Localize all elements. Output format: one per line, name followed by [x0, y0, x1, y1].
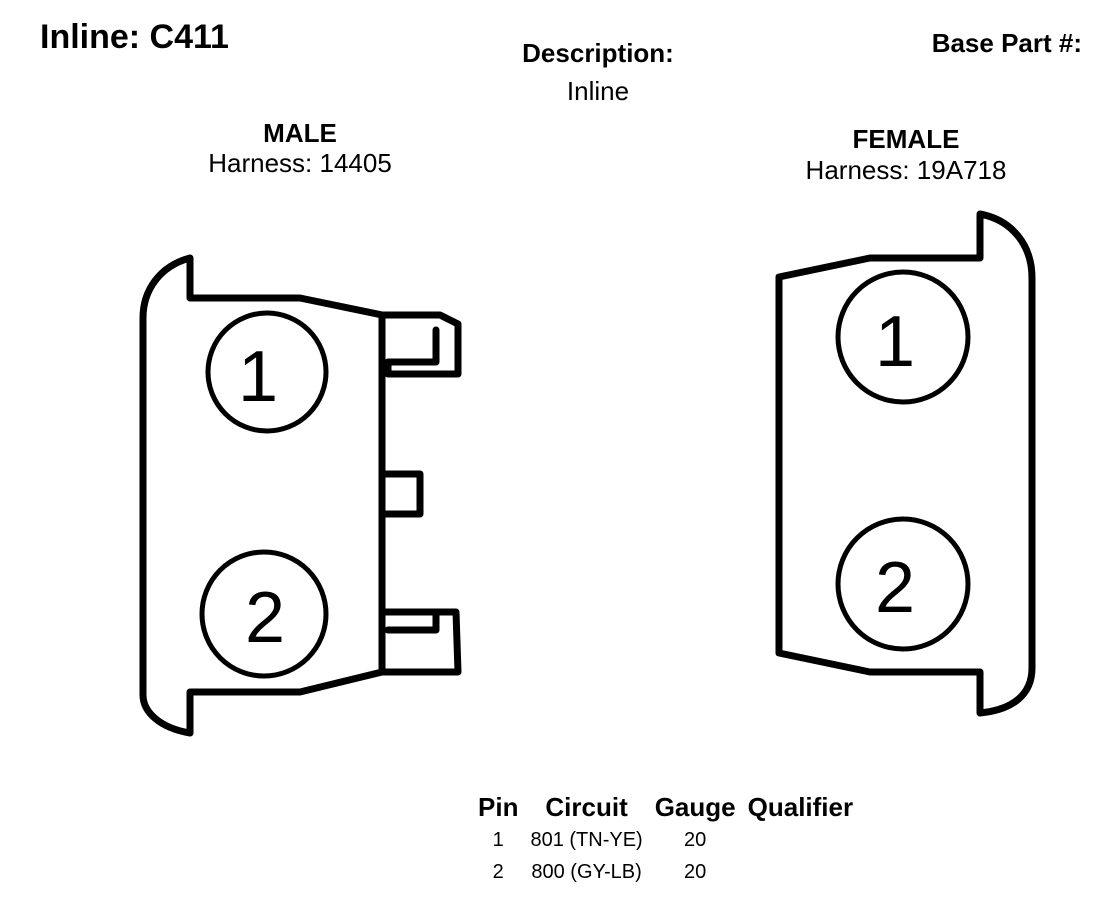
male-connector: 1 2 — [139, 254, 462, 737]
table-row: 2 800 (GY-LB) 20 — [472, 856, 859, 888]
male-pin-2-label: 2 — [245, 578, 285, 658]
pin-column-header: Pin — [478, 791, 519, 822]
description-value: Inline — [566, 76, 630, 106]
female-pin-1-circle — [835, 269, 971, 405]
pin-cell: 1 — [492, 828, 504, 851]
female-harness: Harness: 19A718 — [805, 155, 1007, 185]
qualifier-column-header: Qualifier — [747, 791, 854, 822]
male-pin-2-circle — [199, 549, 329, 679]
pin-table-header: Pin Circuit Gauge Qualifier — [472, 790, 859, 824]
female-pin-2-label: 2 — [875, 548, 915, 628]
pin-table: Pin Circuit Gauge Qualifier 1 801 (TN-YE… — [472, 790, 859, 888]
gauge-column-header: Gauge — [654, 791, 736, 822]
pin-cell: 2 — [492, 860, 504, 883]
male-label: MALE — [263, 118, 337, 148]
qualifier-cell — [742, 856, 859, 888]
male-top-latch — [378, 311, 462, 378]
qualifier-cell — [742, 824, 859, 856]
page-title: Inline: C411 — [40, 18, 229, 56]
table-row: 1 801 (TN-YE) 20 — [472, 824, 859, 856]
male-pin-1-circle — [205, 310, 329, 434]
description-label: Description: — [522, 38, 674, 68]
female-connector-body — [775, 210, 1036, 717]
male-middle-key — [381, 470, 424, 518]
circuit-cell: 801 (TN-YE) — [530, 828, 643, 851]
female-pin-1-label: 1 — [875, 302, 915, 382]
male-connector-body — [139, 254, 386, 737]
male-pin-1-label: 1 — [238, 337, 278, 417]
circuit-cell: 800 (GY-LB) — [531, 860, 642, 883]
male-harness: Harness: 14405 — [208, 148, 392, 178]
female-label: FEMALE — [852, 124, 960, 154]
base-part-label: Base Part #: — [931, 28, 1082, 58]
female-pin-2-circle — [835, 516, 971, 652]
female-connector: 1 2 — [775, 210, 1036, 717]
gauge-cell: 20 — [684, 828, 707, 851]
circuit-column-header: Circuit — [545, 791, 628, 822]
gauge-cell: 20 — [684, 860, 707, 883]
male-bottom-latch — [378, 608, 462, 676]
